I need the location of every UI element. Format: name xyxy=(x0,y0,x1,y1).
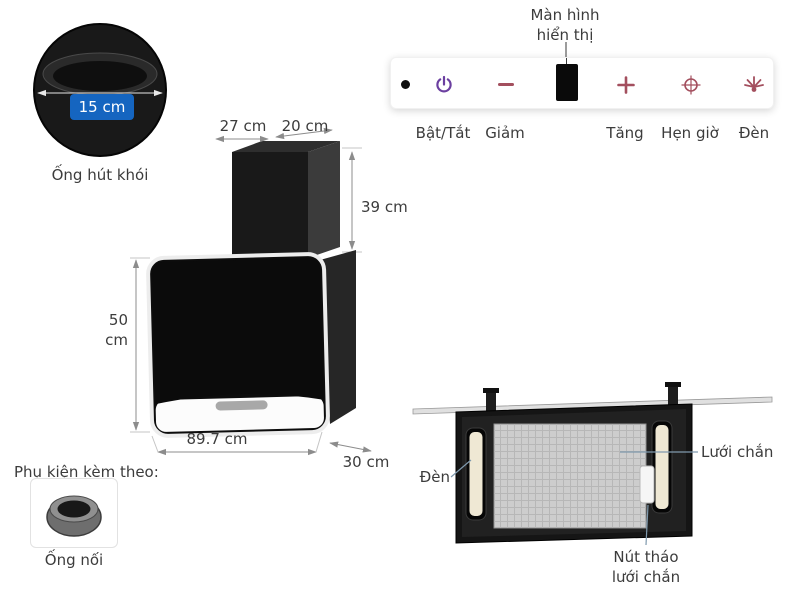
connector-ring-image xyxy=(46,495,102,537)
plus-icon xyxy=(617,76,635,94)
accessory-box xyxy=(30,478,118,548)
hood-body xyxy=(146,250,356,438)
light-label: Đèn xyxy=(738,124,770,142)
light-icon xyxy=(741,73,767,97)
power-label: Bật/Tắt xyxy=(415,124,471,142)
dimension-lines-body xyxy=(130,257,372,456)
display-label: Màn hình hiển thị xyxy=(530,6,600,44)
dim-chimney-height: 39 cm xyxy=(361,198,408,216)
increase-label: Tăng xyxy=(606,124,644,142)
indicator-dot xyxy=(401,80,410,89)
minus-icon xyxy=(498,83,514,86)
underside-leader-lines xyxy=(450,451,698,546)
underside-filter-label: Lưới chắn xyxy=(701,443,774,461)
dim-body-depth: 30 cm xyxy=(342,453,390,471)
accessory-item-label: Ống nối xyxy=(44,551,104,569)
dim-chimney-width: 27 cm xyxy=(219,117,267,135)
timer-icon xyxy=(679,73,703,97)
display-connector-line xyxy=(566,58,567,64)
duct-label: Ống hút khói xyxy=(51,166,149,184)
accessories-title: Phụ kiện kèm theo: xyxy=(14,463,159,481)
dim-body-height: 50 cm xyxy=(105,311,128,349)
timer-label: Hẹn giờ xyxy=(661,124,719,142)
duct-pipe-image xyxy=(33,23,167,157)
control-panel-strip xyxy=(390,57,774,109)
underside-release-label: Nút tháo lưới chắn xyxy=(611,548,681,586)
hood-handle-slot xyxy=(215,400,268,411)
duct-diameter-badge: 15 cm xyxy=(70,94,134,120)
hood-bottom-trim xyxy=(155,396,324,432)
dimension-lines-chimney xyxy=(215,127,362,253)
glass-canopy-edge xyxy=(412,396,773,415)
dim-chimney-depth: 20 cm xyxy=(281,117,329,135)
power-icon xyxy=(433,74,455,96)
hood-glass-panel xyxy=(152,258,324,405)
dim-body-width: 89.7 cm xyxy=(186,430,248,448)
underside-light-label: Đèn xyxy=(419,468,450,486)
decrease-label: Giảm xyxy=(485,124,525,142)
underside-view xyxy=(412,382,773,544)
filter-release-button xyxy=(639,465,655,504)
display-screen xyxy=(556,64,578,101)
hood-chimney xyxy=(232,141,340,258)
